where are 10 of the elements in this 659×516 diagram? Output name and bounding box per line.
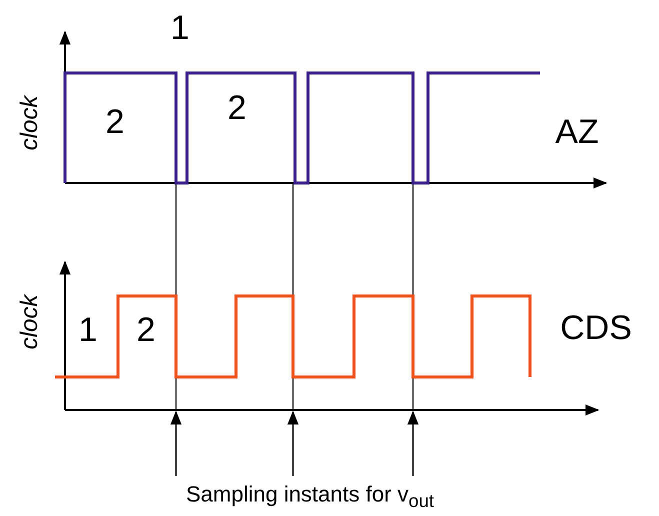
axis-label: clock: [18, 96, 42, 150]
signal-label: CDS: [560, 311, 632, 345]
phase-number: 2: [106, 105, 124, 139]
caption-text: Sampling instants for v$_{out}$: [186, 484, 434, 510]
phase-number: 2: [136, 313, 156, 347]
signal-label: AZ: [555, 115, 599, 149]
phase-number: 1: [78, 313, 98, 347]
phase-number: 2: [228, 91, 246, 125]
axis-label: clock: [18, 294, 42, 350]
phase-number: 1: [170, 11, 190, 45]
